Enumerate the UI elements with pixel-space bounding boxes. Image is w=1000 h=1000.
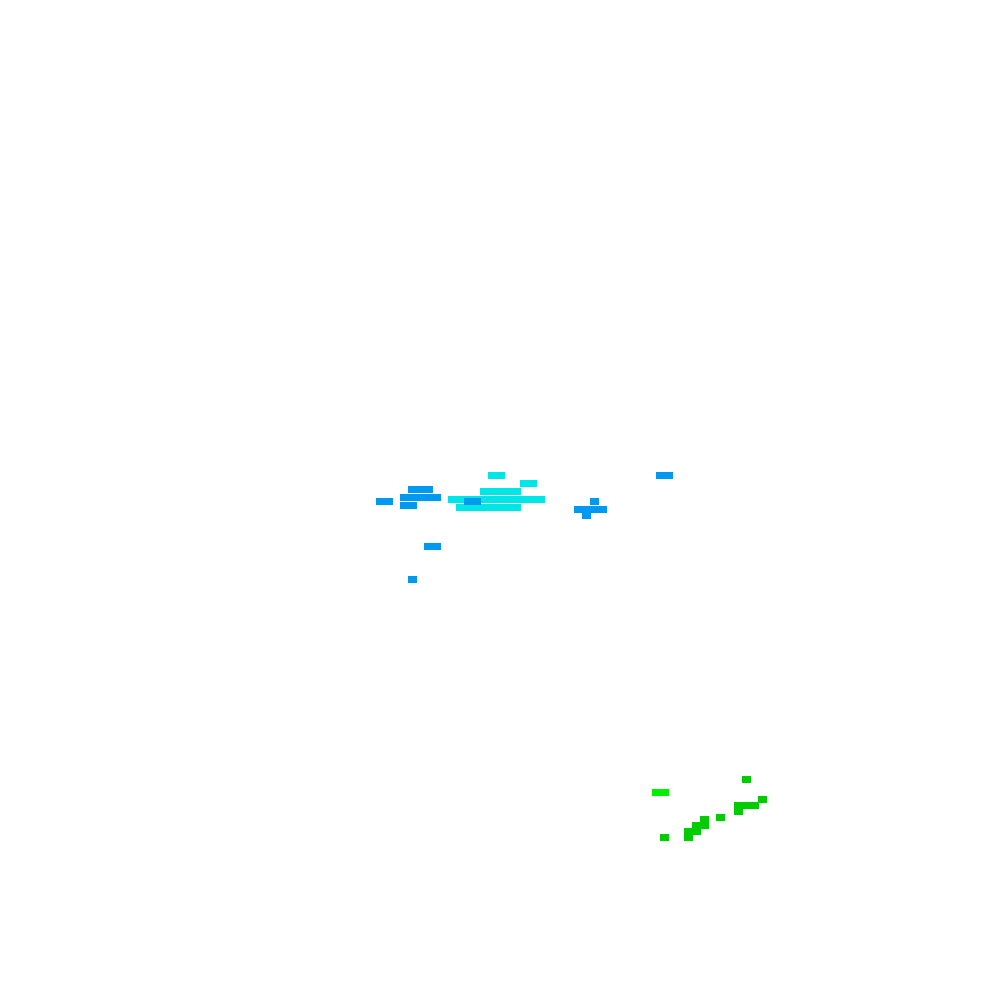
radar-echo-cell	[692, 822, 701, 829]
radar-echo-blue-left	[376, 486, 481, 509]
radar-echo-blue-right	[574, 472, 673, 519]
radar-echo-cell	[598, 506, 607, 513]
radar-echo-cell	[742, 802, 751, 809]
radar-echo-cell	[472, 504, 481, 511]
radar-echo-cell	[582, 506, 591, 513]
radar-echo-cell	[472, 498, 481, 505]
radar-echo-cell	[734, 808, 743, 815]
radar-echo-cell	[488, 496, 497, 503]
radar-echo-cell	[692, 828, 701, 835]
radar-echo-cell	[408, 502, 417, 509]
radar-echo-cell	[424, 543, 433, 550]
radar-echo-cell	[700, 822, 709, 829]
radar-echo-cell	[496, 504, 505, 511]
radar-echo-cell	[384, 498, 393, 505]
radar-echo-cell	[700, 816, 709, 823]
radar-echo-cell	[528, 480, 537, 487]
radar-echo-cell	[734, 802, 743, 809]
radar-echo-cell	[480, 496, 489, 503]
radar-echo-cell	[660, 834, 669, 841]
radar-echo-cell	[400, 502, 409, 509]
radar-echo-cell	[574, 506, 583, 513]
radar-echo-lightgreen-southeast	[652, 789, 669, 796]
radar-echo-cell	[408, 576, 417, 583]
radar-echo-cell	[656, 472, 665, 479]
radar-echo-cell	[504, 496, 513, 503]
radar-echo-cell	[496, 488, 505, 495]
radar-echo-cell	[504, 488, 513, 495]
radar-echo-cell	[520, 496, 529, 503]
radar-echo-cell	[528, 496, 537, 503]
radar-echo-cell	[480, 504, 489, 511]
radar-echo-cell	[480, 488, 489, 495]
radar-echo-cell	[664, 472, 673, 479]
radar-echo-cell	[512, 488, 521, 495]
radar-echo-cell	[536, 496, 545, 503]
radar-echo-cell	[660, 789, 669, 796]
radar-echo-cell	[432, 494, 441, 501]
radar-echo-cell	[512, 504, 521, 511]
radar-echo-cell	[512, 496, 521, 503]
radar-echo-cell	[456, 496, 465, 503]
radar-echo-cell	[488, 472, 497, 479]
radar-echo-cell	[432, 543, 441, 550]
radar-echo-cell	[716, 814, 725, 821]
radar-echo-cell	[408, 486, 417, 493]
radar-echo-cell	[424, 494, 433, 501]
radar-echo-layer	[376, 472, 767, 841]
radar-echo-cell	[424, 486, 433, 493]
radar-echo-cell	[416, 486, 425, 493]
radar-echo-cell	[464, 504, 473, 511]
radar-echo-cell	[750, 802, 759, 809]
radar-echo-cell	[684, 828, 693, 835]
radar-echo-cell	[400, 494, 409, 501]
radar-echo-cell	[488, 504, 497, 511]
radar-echo-cell	[456, 504, 465, 511]
radar-echo-cell	[448, 496, 457, 503]
radar-echo-cell	[464, 498, 473, 505]
radar-echo-cell	[408, 494, 417, 501]
radar-echo-cell	[758, 796, 767, 803]
radar-echo-cell	[488, 488, 497, 495]
radar-echo-cell	[684, 834, 693, 841]
radar-echo-cell	[504, 504, 513, 511]
radar-echo-cell	[520, 480, 529, 487]
radar-echo-cell	[590, 498, 599, 505]
radar-echo-cell	[496, 472, 505, 479]
radar-echo-cell	[582, 512, 591, 519]
radar-echo-blue-scattered	[408, 543, 441, 583]
radar-echo-cell	[416, 494, 425, 501]
radar-echo-green-southeast	[660, 776, 767, 841]
radar-echo-cell	[590, 506, 599, 513]
radar-echo-cell	[376, 498, 385, 505]
radar-echo-cell	[742, 776, 751, 783]
radar-echo-cell	[652, 789, 661, 796]
radar-echo-cell	[496, 496, 505, 503]
